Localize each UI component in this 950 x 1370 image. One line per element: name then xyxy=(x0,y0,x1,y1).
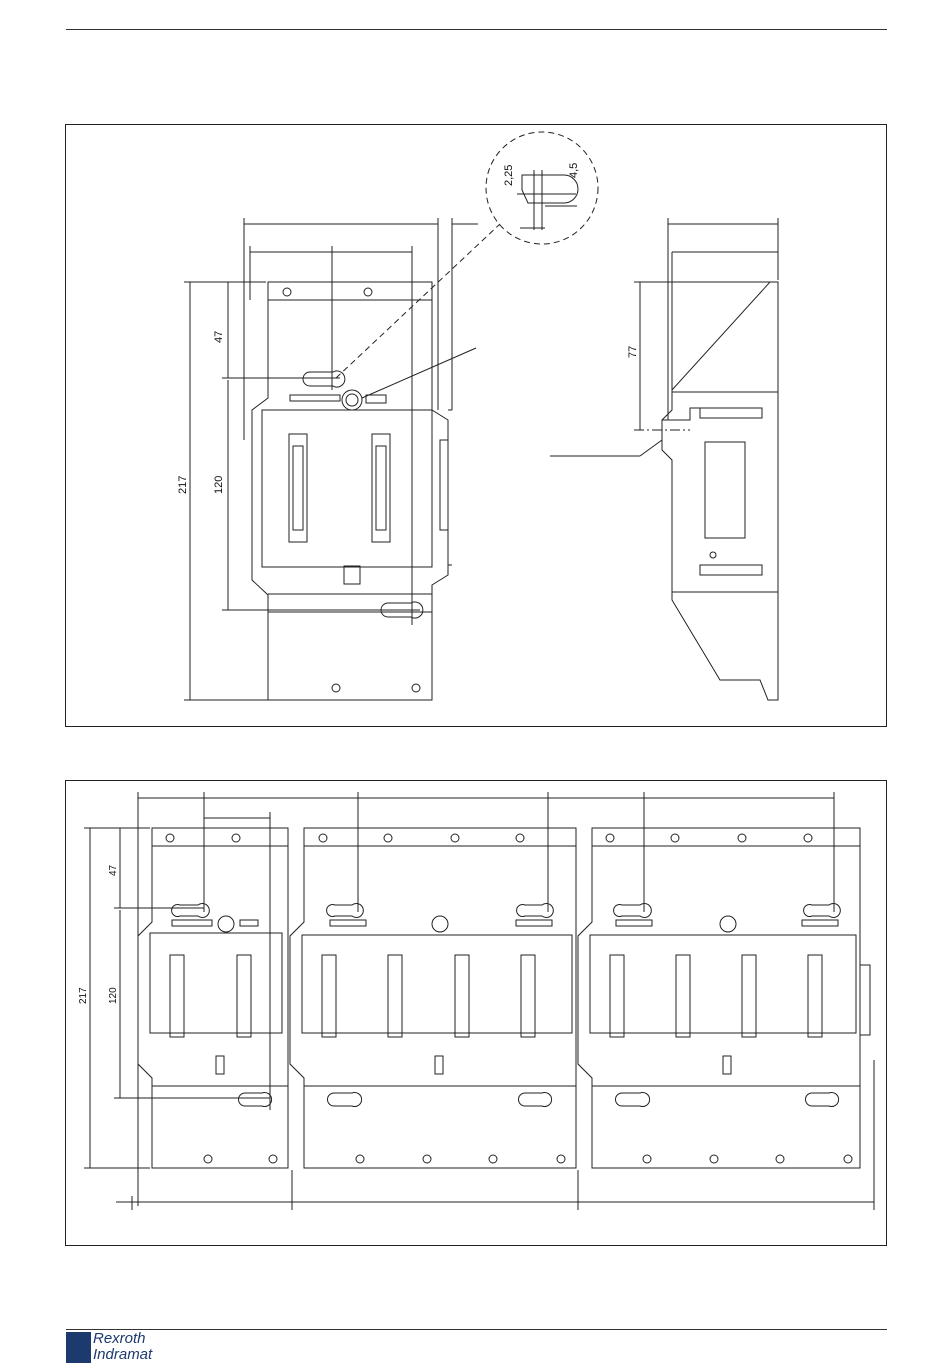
dim-label-120-bottom: 120 xyxy=(108,987,119,1004)
brand-line-1: Rexroth xyxy=(93,1330,146,1347)
brand-name: Rexroth Indramat xyxy=(93,1331,152,1363)
dim-label-47-bottom: 47 xyxy=(108,864,119,876)
brand-line-2: Indramat xyxy=(93,1346,152,1363)
brand-mark-icon xyxy=(66,1332,91,1363)
brand-logo: Rexroth Indramat xyxy=(66,1331,162,1365)
footer-rule xyxy=(66,1329,887,1330)
dim-label-217-bottom: 217 xyxy=(78,987,89,1004)
